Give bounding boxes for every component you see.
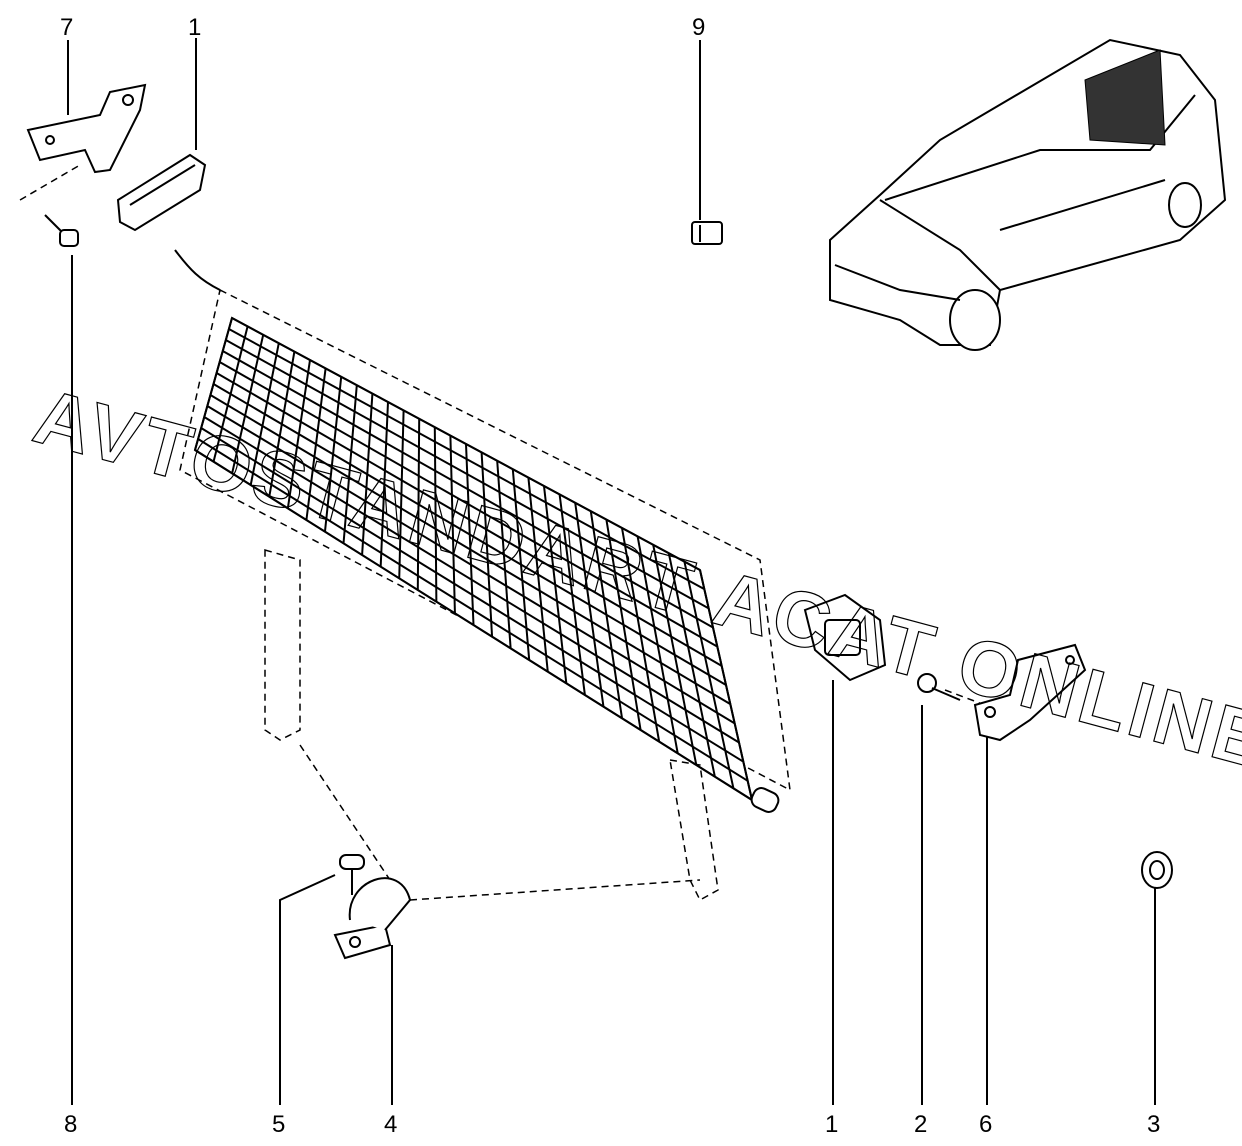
callout-1: 1	[188, 14, 201, 41]
net-strand	[206, 405, 736, 725]
cargo-net-part	[174, 249, 791, 902]
net-strand	[194, 449, 753, 801]
clip-part-1-right	[803, 593, 887, 682]
net-strand	[200, 427, 744, 763]
net-strand	[197, 438, 749, 782]
clip-part-9	[691, 221, 723, 245]
callout-5: 5	[272, 1111, 285, 1138]
vehicle-illustration	[829, 38, 1227, 351]
grommet-part-3	[1141, 851, 1173, 889]
callout-9: 9	[692, 14, 705, 41]
callout-labels: 7 1 9 8 5 4 1 2 6 3	[60, 14, 1160, 1138]
screw-part-5	[339, 854, 365, 895]
bracket-part-6	[973, 643, 1087, 742]
callout-6: 6	[979, 1111, 992, 1138]
net-strand	[216, 372, 723, 667]
net-strand	[228, 328, 705, 591]
net-strand	[231, 317, 701, 571]
clip-part-1-top	[116, 153, 207, 232]
hook-part-4	[333, 877, 412, 960]
net-strand	[222, 350, 714, 629]
net-mesh	[194, 317, 753, 801]
leader-lines	[67, 38, 1156, 1105]
screw-part-8	[44, 214, 79, 247]
callout-3: 3	[1147, 1111, 1160, 1138]
callout-2: 2	[914, 1111, 927, 1138]
net-strand	[212, 383, 727, 686]
net-strand	[219, 361, 718, 648]
callout-1: 1	[825, 1111, 838, 1138]
callout-7: 7	[60, 14, 73, 41]
screw-part-2	[917, 673, 961, 701]
net-strand	[225, 339, 710, 610]
callout-4: 4	[384, 1111, 397, 1138]
callout-8: 8	[64, 1111, 77, 1138]
net-strand	[203, 416, 740, 744]
bracket-part-7	[26, 83, 147, 174]
net-strand	[209, 394, 731, 706]
